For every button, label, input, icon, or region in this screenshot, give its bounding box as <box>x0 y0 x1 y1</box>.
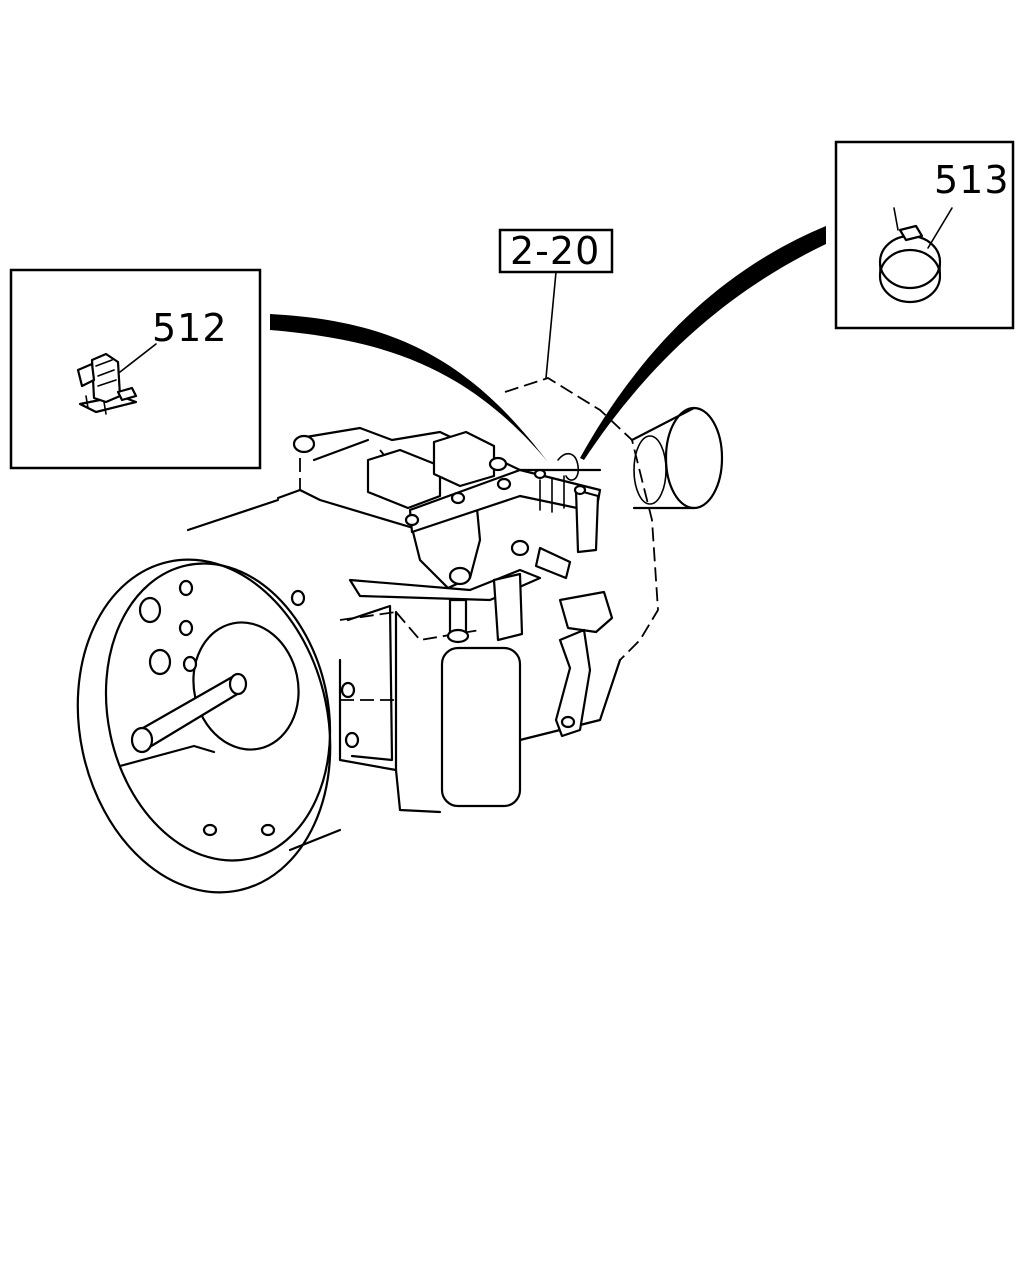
clip-part-512 <box>76 352 138 415</box>
hose-clamp-513 <box>878 207 942 304</box>
reference-label: 2-20 <box>510 229 600 273</box>
detail-box-513: 513 <box>834 140 1015 330</box>
part-label-513: 513 <box>934 158 1010 202</box>
leader-line-513 <box>580 226 826 460</box>
transmission-assembly <box>76 377 724 894</box>
reference-box-2-20: 2-20 <box>498 228 614 379</box>
part-label-512: 512 <box>152 306 228 350</box>
detail-box-512: 512 <box>9 268 262 470</box>
leader-line-512 <box>270 314 548 462</box>
